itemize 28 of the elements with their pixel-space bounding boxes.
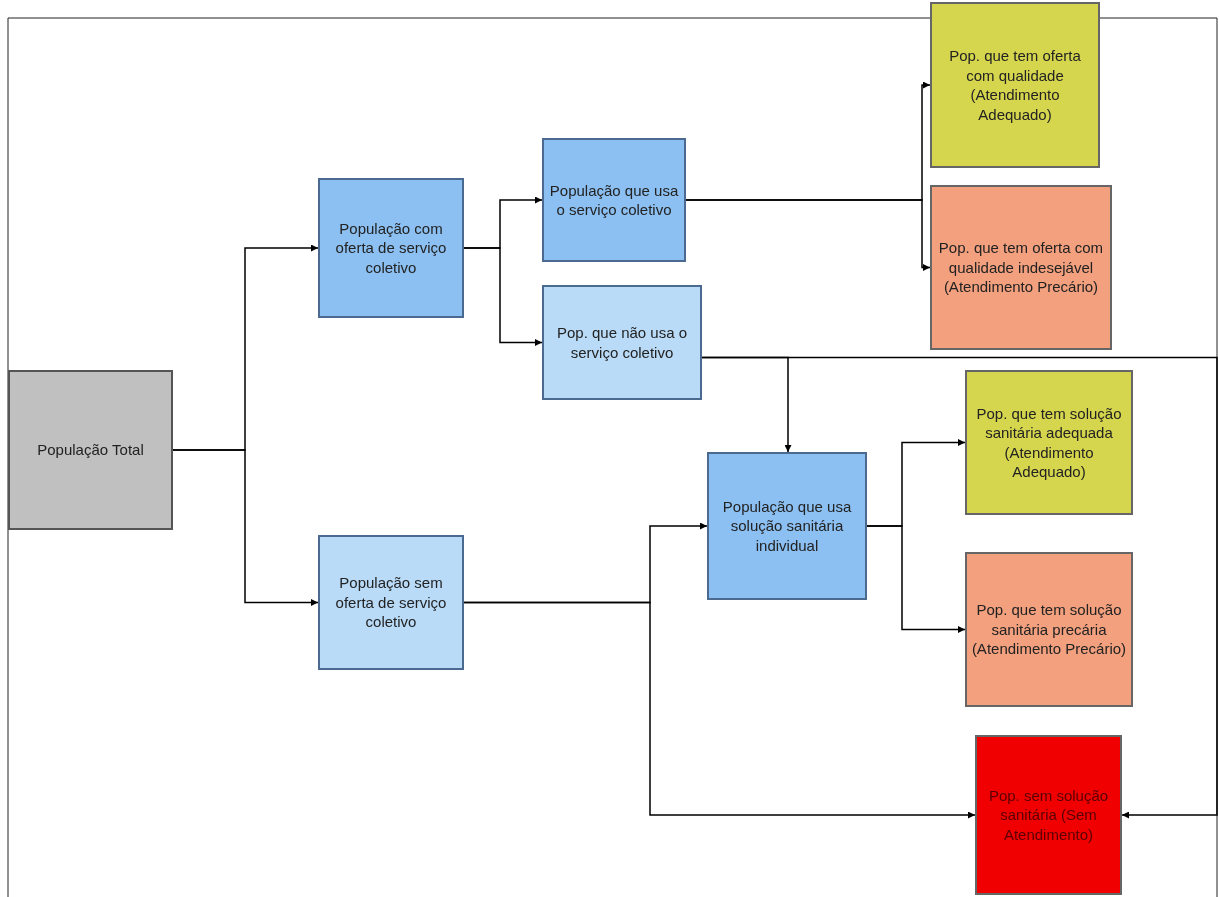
- node-label: População com oferta de serviço coletivo: [334, 218, 448, 278]
- node-label: População que usa solução sanitária individual: [721, 496, 853, 556]
- arrow: [685, 199, 931, 271]
- node-label: Pop. que não usa o serviço coletivo: [555, 323, 689, 362]
- node-label: População sem oferta de serviço coletivo: [334, 573, 448, 632]
- process-box: [542, 138, 686, 262]
- arrow: [701, 356, 1218, 819]
- node-label: Pop. que tem solução sanitária adequada (Atendimento Adequado): [975, 403, 1123, 482]
- node-label: População que usa o serviço coletivo: [548, 180, 680, 220]
- process-box: [318, 178, 464, 318]
- node-label: Pop. que tem oferta com qualidade (Atendimento Adequado): [948, 46, 1082, 124]
- node-label: População Total: [37, 440, 144, 460]
- arrow: [866, 525, 966, 633]
- arrow: [463, 247, 543, 346]
- arrow: [172, 449, 319, 606]
- node-label: Pop. sem solução sanitária (Sem Atendimento): [987, 785, 1110, 845]
- process-box: [707, 452, 867, 600]
- process-box: [8, 370, 173, 530]
- process-box: [965, 370, 1133, 515]
- process-box: [930, 185, 1112, 350]
- arrow: [463, 601, 976, 819]
- process-box: [975, 735, 1122, 895]
- node-label: Pop. que tem oferta com qualidade indesejável (Atendimento Precário): [937, 238, 1105, 297]
- process-box: [318, 535, 464, 670]
- process-box: [965, 552, 1133, 707]
- node-label: Pop. que tem solução sanitária precária (Atendimento Precário): [971, 600, 1127, 659]
- process-box: [930, 2, 1100, 168]
- process-box: [542, 285, 702, 400]
